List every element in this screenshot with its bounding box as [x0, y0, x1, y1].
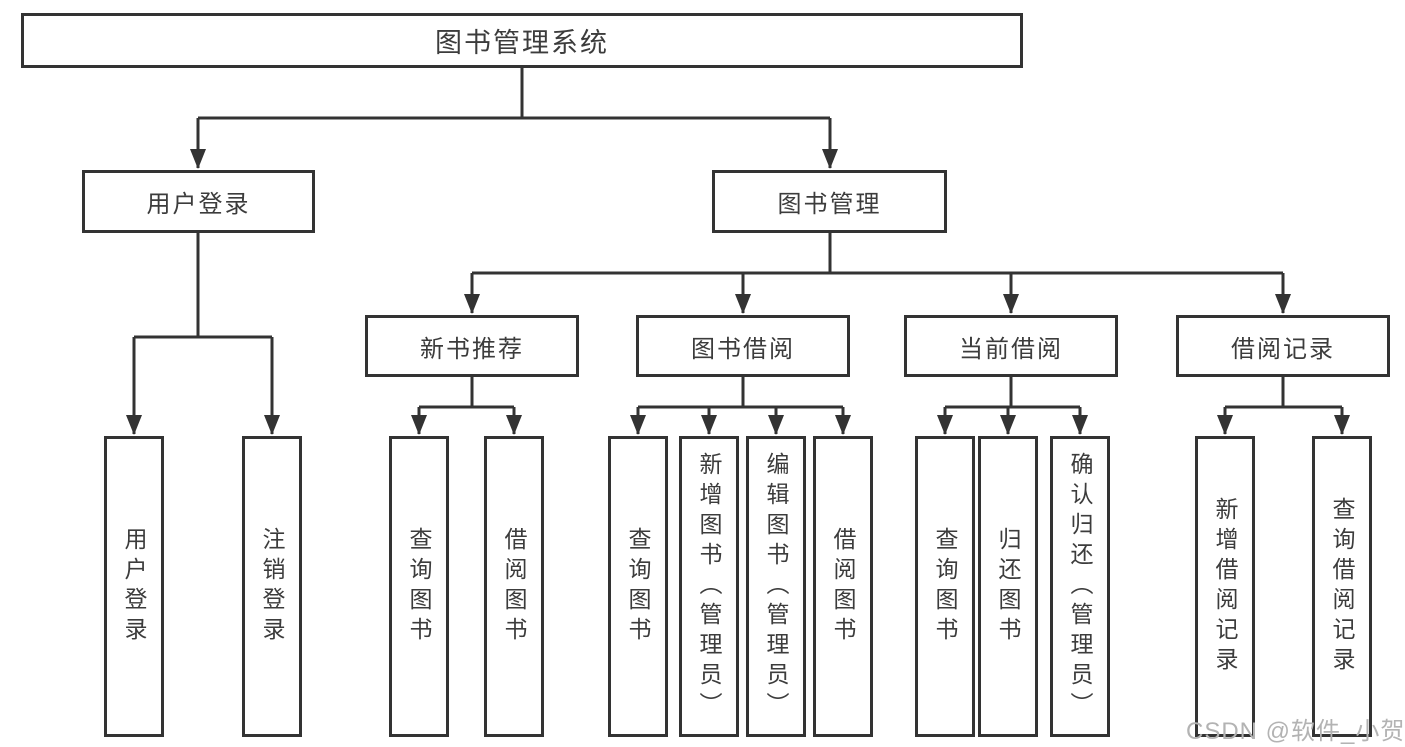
leaf-add-book-admin: 新增图书（管理员）	[679, 436, 739, 737]
leaf-borrow-books-borrowing: 借阅图书	[813, 436, 873, 737]
connector-arrows	[126, 118, 1350, 435]
leaf-query-books-current: 查询图书	[915, 436, 975, 737]
node-new-book-recommendation: 新书推荐	[365, 315, 579, 377]
leaf-query-books-borrowing: 查询图书	[608, 436, 668, 737]
leaf-logout-login: 注销登录	[242, 436, 302, 737]
node-system-root: 图书管理系统	[21, 13, 1023, 68]
node-book-borrowing: 图书借阅	[636, 315, 850, 377]
leaf-user-login: 用户登录	[104, 436, 164, 737]
connector-trunks	[134, 68, 1342, 409]
leaf-borrow-books-recommend: 借阅图书	[484, 436, 544, 737]
node-borrowing-records: 借阅记录	[1176, 315, 1390, 377]
leaf-edit-book-admin: 编辑图书（管理员）	[746, 436, 806, 737]
node-user-login: 用户登录	[82, 170, 315, 233]
node-current-borrowing: 当前借阅	[904, 315, 1118, 377]
leaf-query-borrow-record: 查询借阅记录	[1312, 436, 1372, 737]
leaf-return-books: 归还图书	[978, 436, 1038, 737]
node-book-management: 图书管理	[712, 170, 947, 233]
leaf-add-borrow-record: 新增借阅记录	[1195, 436, 1255, 737]
leaf-confirm-return-admin: 确认归还（管理员）	[1050, 436, 1110, 737]
csdn-watermark: CSDN @软件_小贺同学	[1186, 718, 1405, 745]
leaf-query-books-recommend: 查询图书	[389, 436, 449, 737]
